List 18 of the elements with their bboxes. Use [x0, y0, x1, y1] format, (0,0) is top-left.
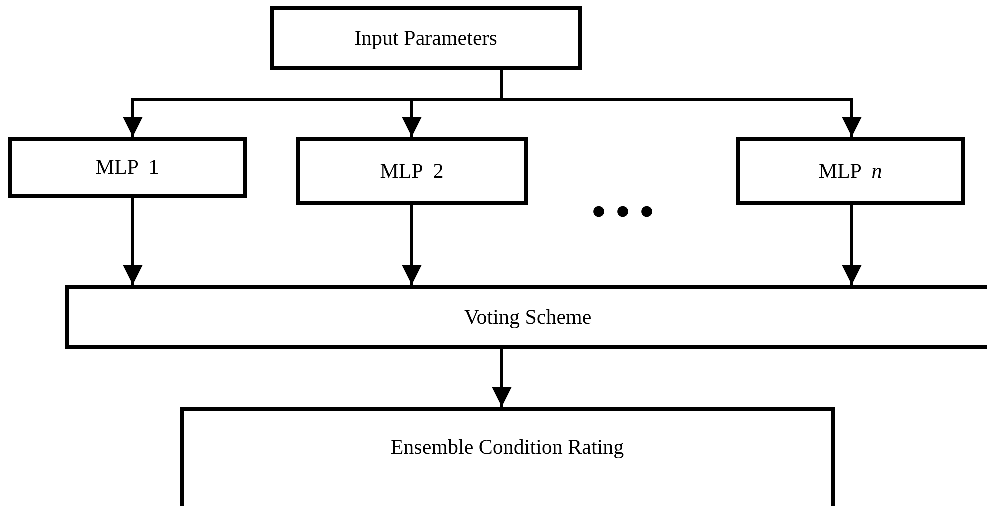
arrow: [492, 349, 512, 407]
box-label: Voting Scheme: [464, 304, 592, 330]
process-box: [296, 137, 528, 205]
arrow: [500, 70, 862, 137]
box-label: MLP 2: [380, 158, 444, 184]
arrow: [123, 198, 143, 285]
arrow: [402, 205, 422, 285]
arrow: [842, 205, 862, 285]
process-box: [180, 407, 835, 506]
process-box: [270, 6, 582, 70]
ellipsis-dots: • • •: [592, 188, 654, 235]
box-label: MLP 1: [96, 155, 160, 180]
process-box: [8, 137, 247, 198]
box-label: MLP n: [818, 158, 882, 184]
process-box: [65, 285, 987, 349]
box-label: Input Parameters: [354, 26, 498, 50]
box-label: Ensemble Condition Rating: [390, 435, 624, 460]
process-box: [736, 137, 965, 205]
